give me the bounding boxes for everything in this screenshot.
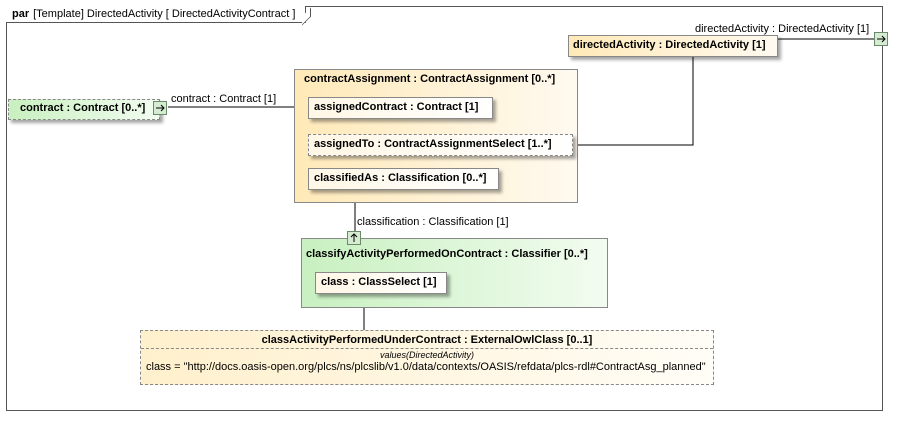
external-class-divider [141,348,713,349]
classified-as-title: classifiedAs : Classification [0..*] [314,172,487,184]
arrow-right-icon [877,35,886,43]
contract-port[interactable] [153,101,167,115]
arrow-right-icon [156,104,165,112]
class-select-title: class : ClassSelect [1] [321,276,437,288]
frame-keyword: par [12,8,30,20]
contract-block[interactable]: contract : Contract [0..*] [8,99,160,120]
arrow-up-icon [350,233,358,242]
classified-as-part[interactable]: classifiedAs : Classification [0..*] [308,168,499,190]
assigned-to-title: assignedTo : ContractAssignmentSelect [1… [314,138,552,150]
assigned-to-part[interactable]: assignedTo : ContractAssignmentSelect [1… [308,134,573,156]
directed-activity-block[interactable]: directedActivity : DirectedActivity [1] [568,35,778,57]
assigned-contract-part[interactable]: assignedContract : Contract [1] [308,97,493,119]
contract-assignment-block[interactable]: contractAssignment : ContractAssignment … [294,69,578,203]
classification-port[interactable] [347,231,361,245]
diagram-frame-header: par[Template] DirectedActivity [ Directe… [6,6,307,23]
directed-activity-title: directedActivity : DirectedActivity [1] [573,39,766,51]
contract-title: contract : Contract [0..*] [20,102,146,114]
directed-activity-connector-label: directedActivity : DirectedActivity [1] [695,23,870,35]
external-class-title: classActivityPerformedUnderContract : Ex… [261,334,593,346]
classification-connector-label: classification : Classification [1] [357,216,509,228]
connector-assigned-to [572,57,694,146]
diagram-frame [6,6,883,411]
directed-activity-port[interactable] [874,32,888,46]
classify-activity-title: classifyActivityPerformedOnContract : Cl… [306,248,588,260]
contract-assignment-title: contractAssignment : ContractAssignment … [304,73,556,85]
contract-connector-label: contract : Contract [1] [171,93,277,105]
classify-activity-block[interactable]: classifyActivityPerformedOnContract : Cl… [301,238,608,308]
values-caption: values(DirectedActivity) [379,350,475,360]
frame-title: [Template] DirectedActivity [ DirectedAc… [33,8,296,20]
external-class-block[interactable]: classActivityPerformedUnderContract : Ex… [140,330,714,385]
class-select-part[interactable]: class : ClassSelect [1] [315,272,447,294]
assigned-contract-title: assignedContract : Contract [1] [314,101,479,113]
values-text: class = "http://docs.oasis-open.org/plcs… [146,361,706,373]
